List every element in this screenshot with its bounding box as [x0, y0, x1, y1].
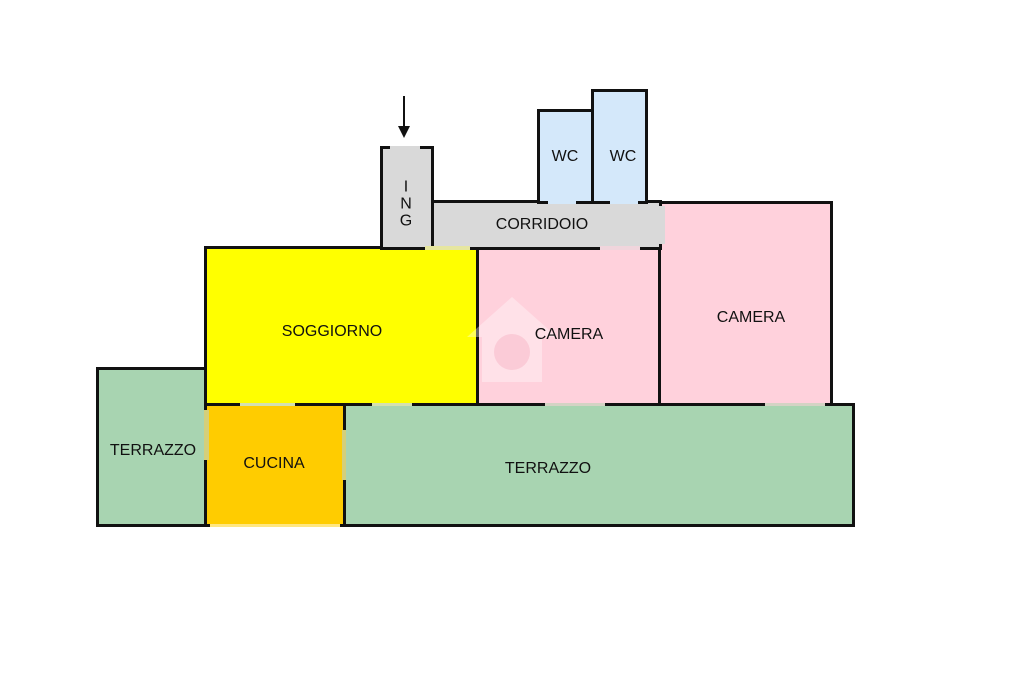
- door-wc-2: [610, 200, 638, 204]
- label-soggiorno: SOGGIORNO: [281, 323, 383, 340]
- label-camera-1: CAMERA: [534, 326, 604, 343]
- room-camera-2: [658, 201, 833, 406]
- door-corridoio-soggiorno: [425, 246, 470, 250]
- opening-ingresso-corridoio: [383, 203, 431, 247]
- door-wc-1: [548, 200, 576, 204]
- room-terrazzo-main: [342, 403, 855, 527]
- label-wc-2: WC: [609, 148, 637, 165]
- down-arrow-icon: [398, 96, 410, 138]
- label-terrazzo-left: TERRAZZO: [109, 442, 197, 459]
- label-terrazzo-main: TERRAZZO: [504, 460, 592, 477]
- room-cucina: [204, 403, 346, 527]
- door-cucina-terrazzo-left: [204, 410, 209, 460]
- label-wc-1: WC: [551, 148, 579, 165]
- logo-watermark-icon: [467, 297, 557, 382]
- window-soggiorno: [240, 403, 295, 406]
- opening-corridoio-camera: [655, 206, 665, 244]
- door-camera-2-terrazzo: [765, 403, 825, 406]
- window-cucina: [210, 524, 340, 527]
- label-ingresso: I N G: [399, 178, 413, 230]
- label-camera-2: CAMERA: [716, 309, 786, 326]
- door-soggiorno-terrazzo: [372, 403, 412, 406]
- label-corridoio: CORRIDOIO: [495, 216, 589, 233]
- room-soggiorno: [204, 246, 480, 406]
- door-camera-1-terrazzo: [545, 403, 605, 406]
- door-corridoio-camera-1: [600, 246, 640, 250]
- room-terrazzo-left: [96, 367, 209, 527]
- opening-entrance-door: [390, 146, 420, 149]
- label-cucina: CUCINA: [243, 455, 305, 472]
- door-cucina-terrazzo: [342, 430, 346, 480]
- room-wc-2: [591, 89, 648, 204]
